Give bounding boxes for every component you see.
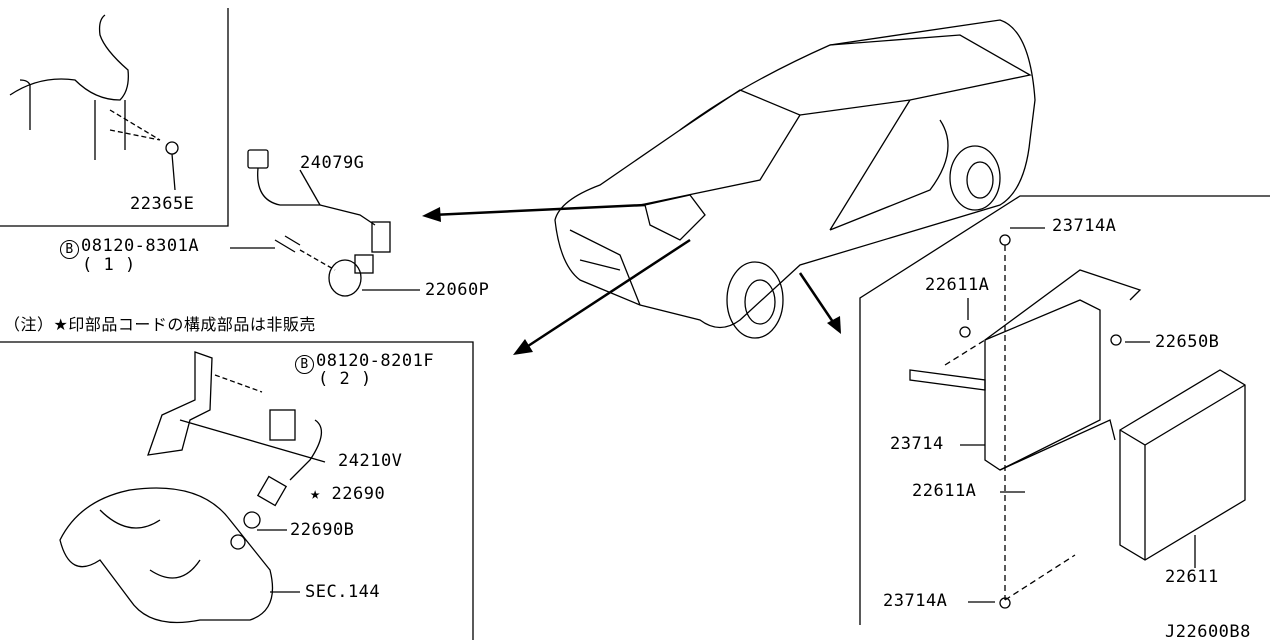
part-number-22365E: 22365E — [130, 194, 195, 214]
quantity: ( 1 ) — [82, 255, 136, 275]
sensor-sketch — [230, 149, 420, 297]
part-number-24210V: 24210V — [338, 451, 403, 471]
part-number: 08120-8201F — [316, 351, 435, 371]
part-number-22611: 22611 — [1165, 567, 1219, 587]
part-number: 08120-8301A — [81, 236, 200, 256]
bolt-marker: B — [295, 355, 314, 374]
car-sketch — [554, 19, 1036, 339]
part-number-23714A: 23714A — [1052, 216, 1117, 236]
part-number-22650B: 22650B — [1155, 332, 1220, 352]
part-number-23714A: 23714A — [883, 591, 948, 611]
bolt-marker: B — [60, 240, 79, 259]
note-text: （注）★印部品コードの構成部品は非販売 — [4, 315, 316, 334]
section-reference: SEC.144 — [305, 582, 381, 602]
ecu-sketch — [909, 227, 1246, 609]
part-number-24079G: 24079G — [300, 153, 365, 173]
body-panel-sketch — [9, 14, 179, 191]
part-number-22690B: 22690B — [290, 520, 355, 540]
manifold-sketch — [59, 351, 326, 624]
diagram-code: J22600B8 — [1165, 622, 1251, 640]
part-number-22690: ★ 22690 — [310, 486, 385, 503]
part-number-22060P: 22060P — [425, 280, 490, 300]
arrows — [431, 203, 837, 350]
part-number-23714: 23714 — [890, 434, 944, 454]
quantity: ( 2 ) — [318, 369, 372, 389]
part-number: 22690 — [331, 484, 386, 504]
part-number-22611A: 22611A — [912, 481, 977, 501]
part-number-22611A: 22611A — [925, 275, 990, 295]
panel-borders — [0, 8, 1270, 640]
star-icon: ★ — [310, 484, 321, 504]
